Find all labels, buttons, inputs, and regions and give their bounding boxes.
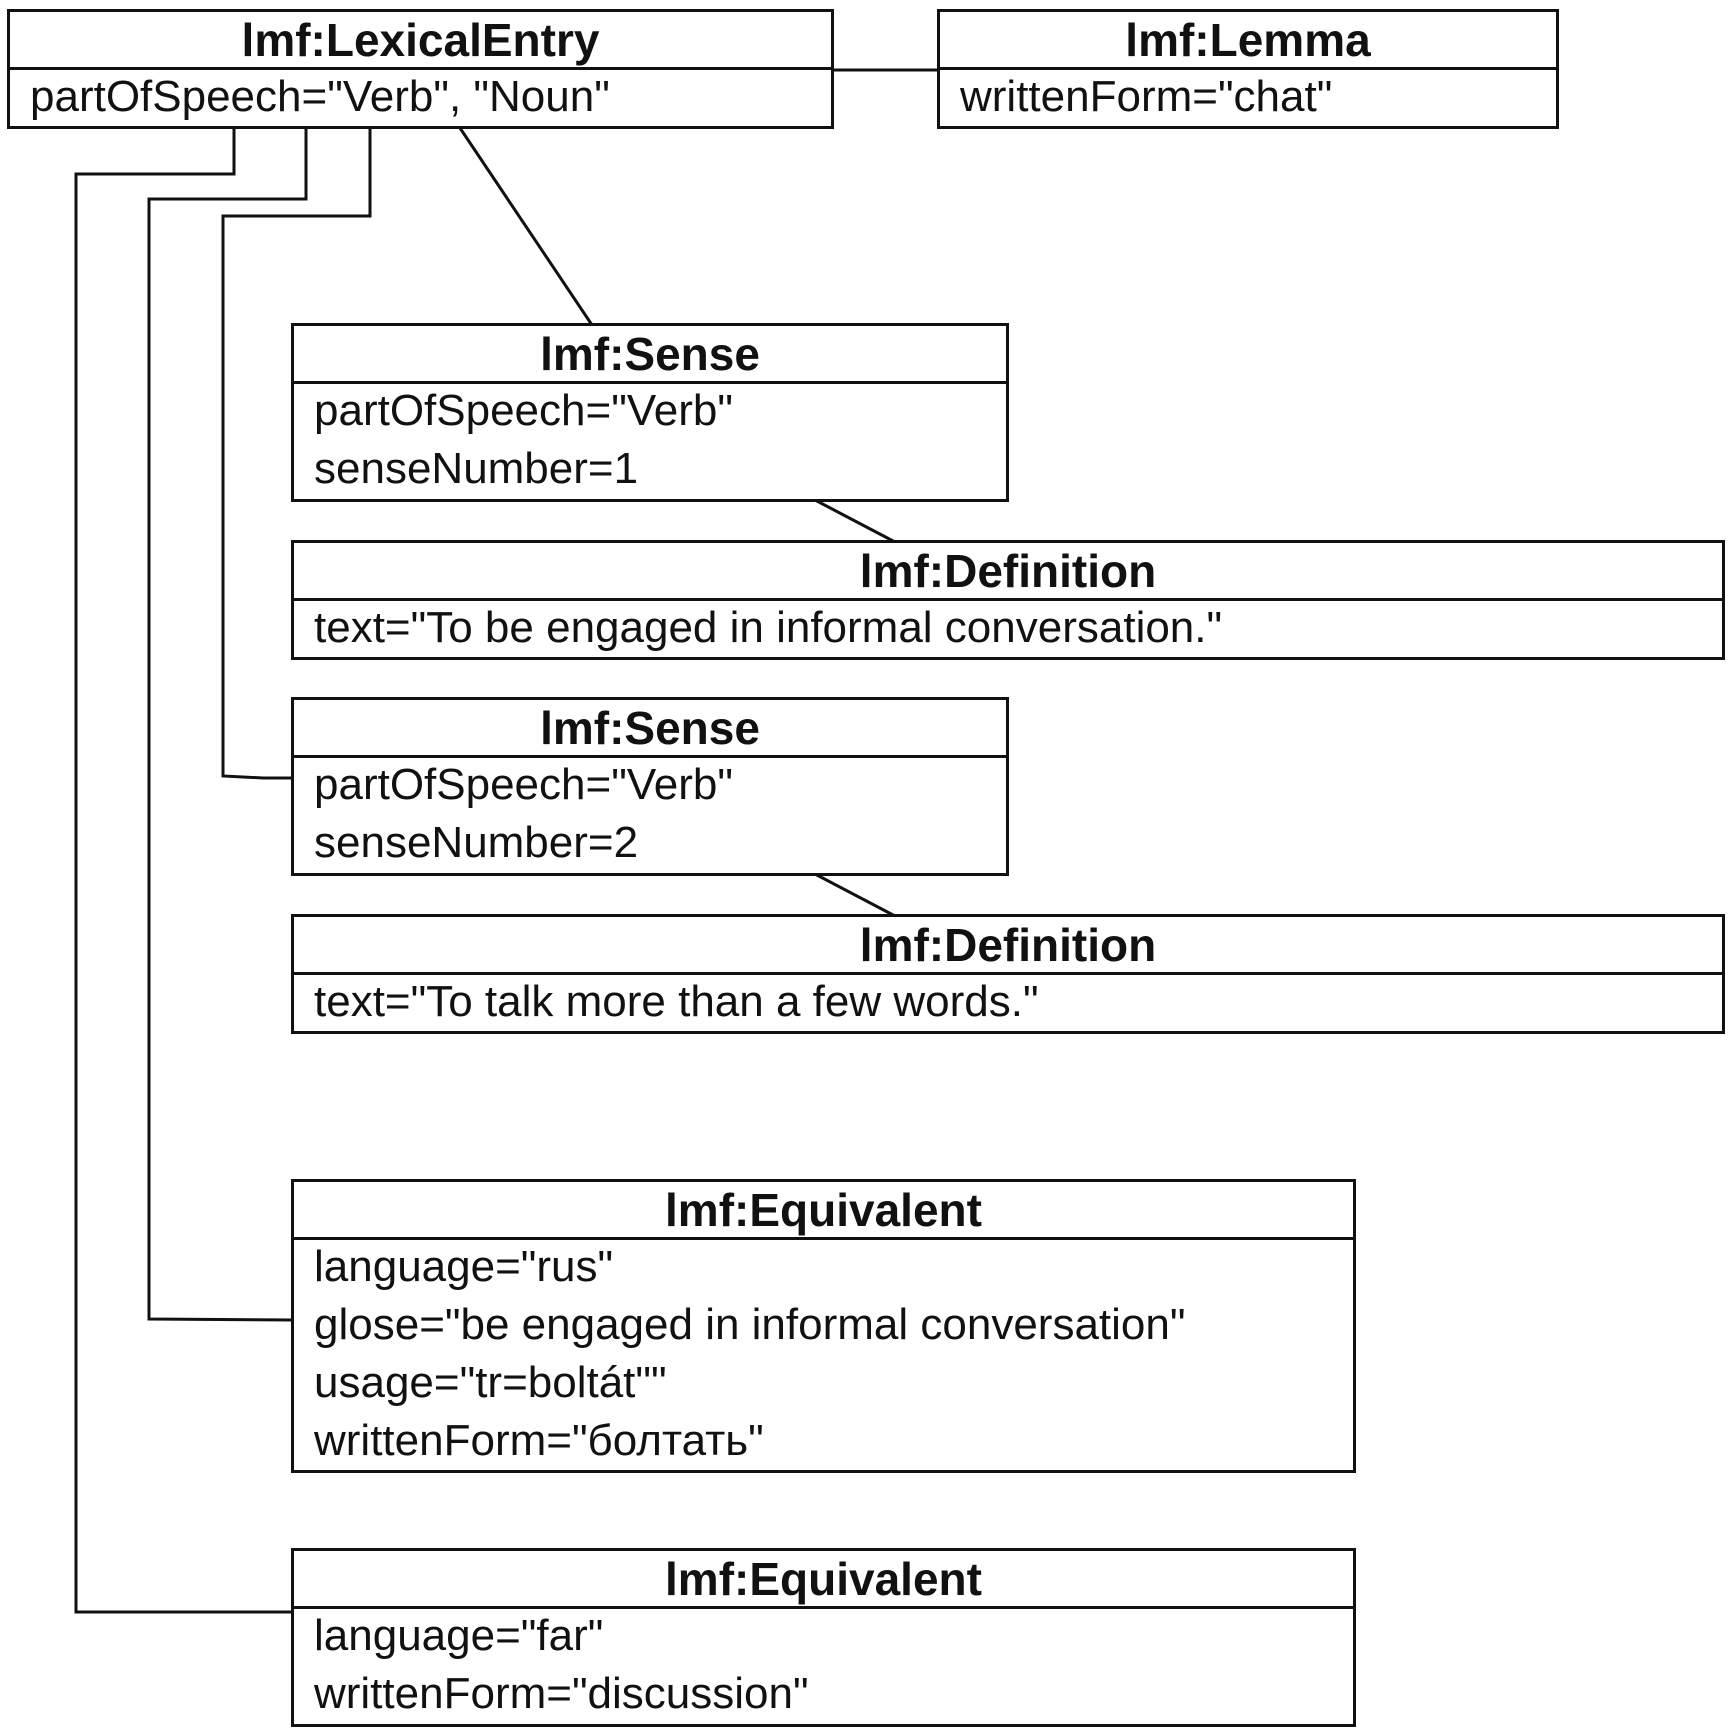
sense-1-attributes: partOfSpeech="Verb" senseNumber=1 — [294, 382, 1006, 498]
equivalent-1-attr-glose: glose="be engaged in informal conversati… — [314, 1300, 1186, 1349]
equivalent-box-1: lmf:Equivalent language="rus" glose="be … — [291, 1179, 1356, 1473]
lexical-entry-box: lmf:LexicalEntry partOfSpeech="Verb", "N… — [7, 9, 834, 129]
lexical-entry-attributes: partOfSpeech="Verb", "Noun" — [10, 68, 831, 126]
lexical-entry-attr-partofspeech: partOfSpeech="Verb", "Noun" — [30, 72, 610, 121]
lexical-entry-title: lmf:LexicalEntry — [10, 12, 831, 70]
equivalent-2-attributes: language="far" writtenForm="discussion" — [294, 1607, 1353, 1723]
sense-box-1: lmf:Sense partOfSpeech="Verb" senseNumbe… — [291, 323, 1009, 502]
lemma-box: lmf:Lemma writtenForm="chat" — [937, 9, 1559, 129]
definition-2-attributes: text="To talk more than a few words." — [294, 973, 1722, 1031]
sense-box-2: lmf:Sense partOfSpeech="Verb" senseNumbe… — [291, 697, 1009, 876]
equivalent-1-title: lmf:Equivalent — [294, 1182, 1353, 1240]
definition-1-attr-text: text="To be engaged in informal conversa… — [314, 603, 1223, 652]
lemma-attributes: writtenForm="chat" — [940, 68, 1556, 126]
lemma-attr-writtenform: writtenForm="chat" — [960, 72, 1333, 121]
edge-lexicalentry-sense2 — [221, 128, 372, 780]
equivalent-2-attr-writtenform: writtenForm="discussion" — [314, 1669, 809, 1718]
edge-lexicalentry-equivalent1 — [147, 128, 308, 1322]
definition-box-1: lmf:Definition text="To be engaged in in… — [291, 540, 1725, 660]
definition-2-attr-text: text="To talk more than a few words." — [314, 977, 1039, 1026]
definition-1-attributes: text="To be engaged in informal conversa… — [294, 599, 1722, 657]
sense-2-title: lmf:Sense — [294, 700, 1006, 758]
sense-1-title: lmf:Sense — [294, 326, 1006, 384]
equivalent-1-attr-usage: usage="tr=boltát"" — [314, 1358, 667, 1407]
sense-2-attr-partofspeech: partOfSpeech="Verb" — [314, 760, 733, 809]
lemma-title: lmf:Lemma — [940, 12, 1556, 70]
sense-1-attr-partofspeech: partOfSpeech="Verb" — [314, 386, 733, 435]
equivalent-box-2: lmf:Equivalent language="far" writtenFor… — [291, 1548, 1356, 1727]
sense-2-attributes: partOfSpeech="Verb" senseNumber=2 — [294, 756, 1006, 872]
edge-sense1-definition1 — [814, 498, 896, 544]
edge-sense2-definition2 — [814, 872, 896, 918]
sense-1-attr-sensenumber: senseNumber=1 — [314, 444, 639, 493]
definition-2-title: lmf:Definition — [294, 917, 1722, 975]
equivalent-1-attributes: language="rus" glose="be engaged in info… — [294, 1238, 1353, 1470]
edge-lexicalentry-sense1 — [458, 127, 594, 326]
equivalent-1-attr-language: language="rus" — [314, 1242, 614, 1291]
edge-lexicalentry-equivalent2 — [74, 128, 293, 1614]
equivalent-1-attr-writtenform: writtenForm="болтать" — [314, 1416, 764, 1465]
definition-1-title: lmf:Definition — [294, 543, 1722, 601]
definition-box-2: lmf:Definition text="To talk more than a… — [291, 914, 1725, 1034]
sense-2-attr-sensenumber: senseNumber=2 — [314, 818, 639, 867]
equivalent-2-title: lmf:Equivalent — [294, 1551, 1353, 1609]
equivalent-2-attr-language: language="far" — [314, 1611, 604, 1660]
